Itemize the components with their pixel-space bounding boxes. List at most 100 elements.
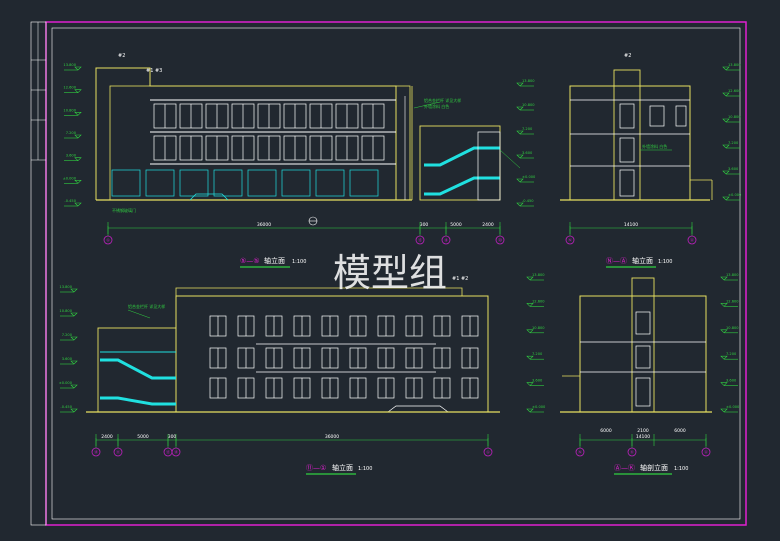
level-mark: ±0.000 [532, 405, 546, 409]
storefront-glass [281, 169, 311, 197]
axis-label: ⑬ [166, 449, 170, 455]
axis-bubble [627, 447, 637, 457]
view2-dim-total: 14100 [624, 222, 638, 228]
level-triangle [74, 134, 82, 139]
level-triangle [722, 144, 730, 149]
level-triangle [720, 355, 728, 360]
axis-bubble [687, 235, 697, 245]
level-triangle [74, 66, 82, 71]
level-mark: 12.600 [532, 299, 545, 303]
view3-note: 铝合金栏杆 详见大样 [128, 303, 165, 309]
axis-bubble [575, 447, 585, 457]
view1-note-sub: 外墙涂料 白色 [424, 103, 449, 109]
view2-note: 外墙涂料 白色 [642, 143, 667, 149]
level-mark: 13.800 [532, 273, 545, 277]
level-triangle [74, 180, 82, 184]
level-mark: ±0.000 [728, 193, 742, 197]
view3-dim-c: 300 [168, 434, 177, 440]
level-mark: 3.600 [728, 167, 739, 171]
view2-roof-mark: #2 [624, 53, 631, 59]
view1-note: 铝合金栏杆 详见大样 [424, 97, 461, 103]
axis-bubble [701, 447, 711, 457]
view3-title-scale: 1:100 [358, 466, 372, 472]
level-triangle [516, 178, 524, 183]
axis-label: ⑮ [418, 237, 422, 243]
view4-title-scale: 1:100 [674, 466, 688, 472]
level-mark: 10.800 [726, 326, 739, 330]
roof-mark-sub: #1 #3 [146, 68, 162, 74]
axis-label: ① [486, 450, 490, 455]
view4-dim-total: 14100 [636, 434, 650, 440]
level-mark: 12.600 [726, 299, 739, 303]
axis-bubble [441, 235, 451, 245]
level-mark: ±0.000 [726, 405, 740, 409]
level-triangle [722, 196, 730, 201]
view1-title-scale: 1:100 [292, 259, 306, 265]
view4-dim-a: 6000 [600, 428, 612, 434]
axis-label: ⑪ [116, 449, 120, 455]
axis-label: Ⓚ [630, 449, 634, 455]
view3-title-axes: ⑪—① [306, 464, 326, 472]
axis-bubble [483, 447, 493, 457]
level-mark: 3.600 [726, 379, 737, 383]
view1-title-axes: ⑤—⑤ [240, 257, 260, 265]
level-triangle [516, 82, 524, 87]
level-mark: 3.600 [532, 379, 543, 383]
level-triangle [722, 92, 730, 97]
level-triangle [526, 355, 534, 360]
level-mark: 7.200 [62, 333, 73, 337]
view1-dim-c: 2400 [482, 222, 494, 228]
storefront-glass [111, 169, 141, 197]
level-mark: 10.800 [59, 309, 72, 313]
level-triangle [526, 303, 534, 307]
level-triangle [70, 408, 78, 413]
axis-bubble [113, 447, 123, 457]
storefront-glass [213, 169, 243, 197]
title-strip [30, 21, 47, 526]
axis-label: ⑱ [444, 237, 448, 243]
inner-frame [51, 27, 741, 520]
level-mark: 12.600 [728, 89, 741, 93]
view4-title-axes: Ⓐ—Ⓚ [614, 464, 635, 472]
view4-dim-c: 6000 [674, 428, 686, 434]
level-mark: 12.600 [63, 86, 76, 90]
level-mark: 7.200 [66, 131, 77, 135]
level-triangle [720, 276, 728, 281]
storefront-glass [315, 169, 345, 197]
view3-roof-mark: #1 #2 [452, 276, 468, 282]
level-mark: ±0.000 [63, 176, 77, 180]
axis-bubble [171, 447, 181, 457]
level-triangle [526, 382, 534, 386]
level-mark: ±0.000 [522, 175, 536, 179]
view4-dim-b: 2100 [637, 428, 649, 434]
axis-label: ⑭ [174, 449, 178, 455]
level-triangle [516, 154, 524, 159]
watermark: 模型组 [333, 251, 447, 295]
level-triangle [526, 329, 534, 334]
axis-label: ① [106, 238, 110, 243]
level-triangle [720, 382, 728, 386]
elevation-view-1: 13.80012.60010.8007.2003.600±0.000-0.450… [63, 63, 536, 245]
level-triangle [70, 384, 78, 389]
level-triangle [720, 303, 728, 307]
level-mark: 7.200 [532, 352, 543, 356]
level-mark: -0.450 [64, 199, 76, 203]
view1-dim-b: 5000 [450, 222, 462, 228]
level-mark: 13.800 [522, 79, 535, 83]
level-mark: -0.450 [60, 405, 72, 409]
view3-dim-total: 36000 [325, 434, 339, 440]
level-mark: 10.800 [522, 103, 535, 107]
axis-label: Ⓐ [704, 449, 708, 455]
level-mark: 10.800 [63, 108, 76, 112]
view2-title-scale: 1:100 [658, 259, 672, 265]
axis-label: ⑭ [94, 449, 98, 455]
level-triangle [720, 408, 728, 413]
view4-title-text: 轴剖立面 [640, 463, 668, 472]
view1-dim-a: 300 [420, 222, 429, 228]
level-triangle [74, 112, 82, 116]
axis-bubble [415, 235, 425, 245]
